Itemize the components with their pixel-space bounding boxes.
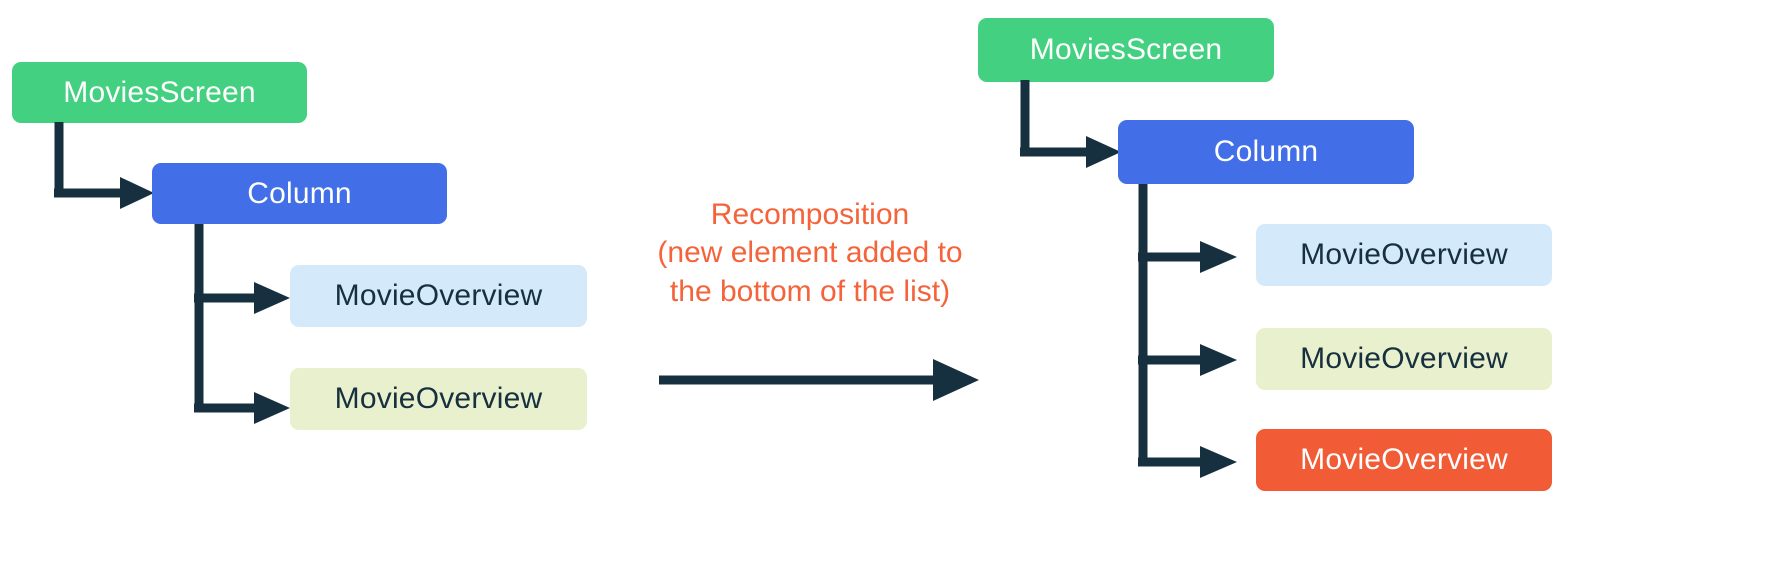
before-node-column: Column	[152, 163, 447, 224]
caption-line-3: the bottom of the list)	[669, 274, 951, 308]
after-node-column: Column	[1118, 120, 1414, 184]
before-node-movieoverview-2: MovieOverview	[290, 368, 587, 430]
caption-line-1: Recomposition	[710, 198, 910, 231]
after-connector-root-to-column	[1020, 80, 1121, 168]
after-node-moviesscreen: MoviesScreen	[978, 18, 1274, 82]
caption-line-2: (new element added to	[657, 236, 963, 270]
after-node-movieoverview-1: MovieOverview	[1256, 224, 1552, 286]
before-connector-column-to-children	[194, 224, 290, 424]
recomposition-caption: Recomposition (new element added to the …	[610, 196, 1010, 311]
recomposition-right-arrow-icon	[659, 359, 979, 401]
after-connector-column-to-children	[1138, 184, 1237, 478]
before-connector-root-to-column	[54, 122, 154, 209]
before-node-moviesscreen: MoviesScreen	[12, 62, 307, 123]
after-node-movieoverview-3: MovieOverview	[1256, 429, 1552, 491]
before-node-movieoverview-1: MovieOverview	[290, 265, 587, 327]
after-node-movieoverview-2: MovieOverview	[1256, 328, 1552, 390]
